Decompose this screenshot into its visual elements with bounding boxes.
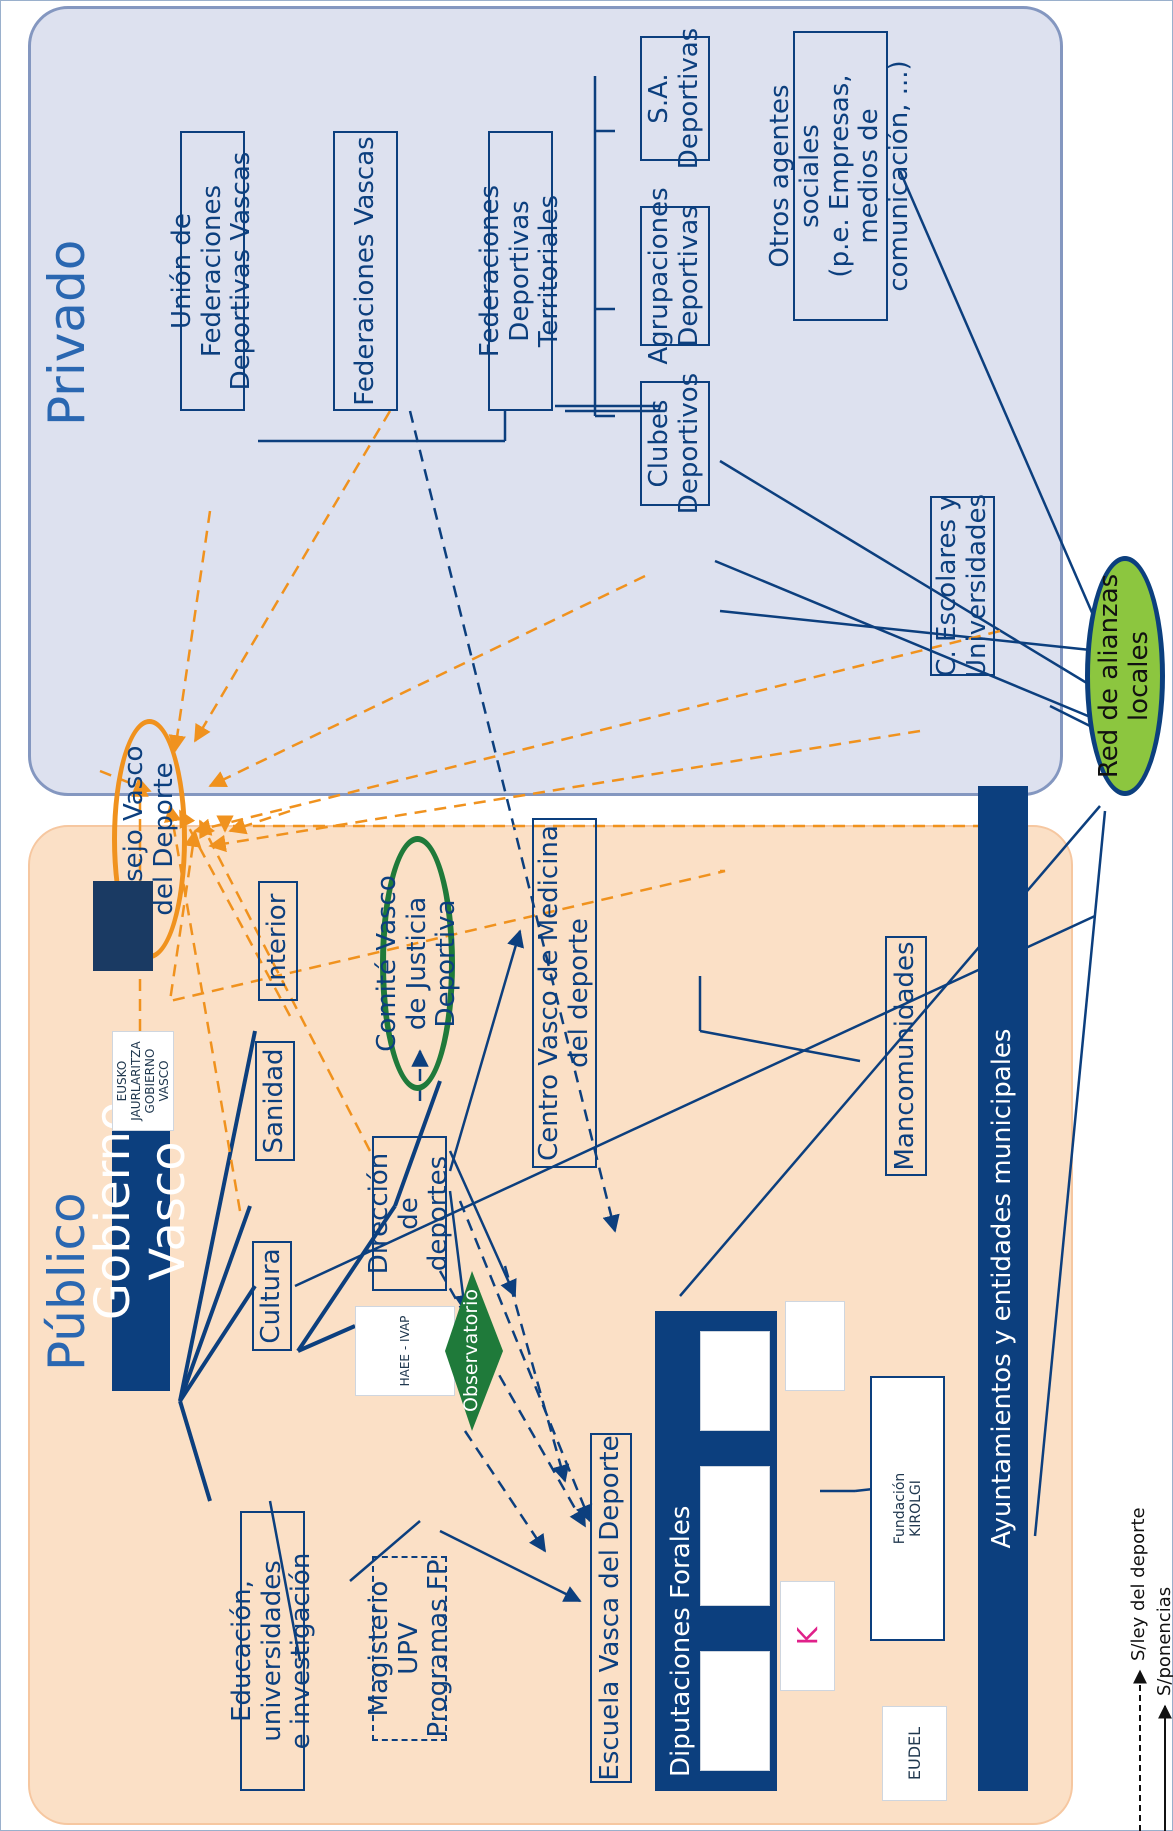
sa-deportivas-box: S.A. Deportivas bbox=[640, 28, 710, 169]
union-federaciones-box: Unión de Federaciones Deportivas Vascas bbox=[167, 131, 256, 411]
diputaciones-label: Diputaciones Forales bbox=[666, 1505, 696, 1777]
red-orange-logo bbox=[785, 1301, 845, 1391]
legend-dashed-label: S/ley del deporte bbox=[1128, 1507, 1149, 1661]
federaciones-territoriales-box: Federaciones Deportivas Territoriales bbox=[475, 131, 564, 411]
eudel-logo: EUDEL bbox=[882, 1706, 947, 1801]
gipuzkoa-logo bbox=[700, 1466, 770, 1606]
kirolgi-logo-text: Fundación KIROLGI bbox=[891, 1472, 924, 1545]
otros-agentes-box: Otros agentes sociales (p.e. Empresas, m… bbox=[765, 31, 914, 321]
eudel-logo-text: EUDEL bbox=[905, 1726, 924, 1781]
legend-solid-label: S/ponencias bbox=[1154, 1586, 1173, 1696]
sports-emblem-logo bbox=[93, 881, 153, 971]
clubes-box: Clubes Deportivos bbox=[640, 373, 710, 514]
navy-solid-links bbox=[258, 76, 1107, 1662]
comite-justicia-ellipse: Comité Vasco de Justicia Deportiva bbox=[372, 836, 461, 1091]
alava-logo bbox=[700, 1651, 770, 1771]
kirolgi-logo: Fundación KIROLGI bbox=[870, 1376, 945, 1641]
gobierno-tree-lines bbox=[178, 1030, 442, 1502]
ayuntamientos-bar: Ayuntamientos y entidades municipales bbox=[978, 786, 1028, 1791]
agrupaciones-box: Agrupaciones Deportivas bbox=[640, 187, 710, 365]
red-alianzas-ellipse: Red de alianzas locales bbox=[1085, 556, 1165, 796]
federaciones-vascas-box: Federaciones Vascas bbox=[333, 131, 398, 411]
escolares-box: C. Escolares y Universidades bbox=[930, 494, 995, 678]
legend-lines bbox=[1133, 1669, 1172, 1831]
pink-k-logo: K bbox=[780, 1581, 835, 1691]
escuela-vasca-box: Escuela Vasca del Deporte bbox=[590, 1433, 632, 1783]
mancomunidades-box: Mancomunidades bbox=[885, 936, 927, 1176]
centro-medicina-box: Centro Vasco de Medicina del deporte bbox=[532, 818, 597, 1168]
bizkaia-logo bbox=[700, 1331, 770, 1431]
observatorio-label: Observatorio bbox=[460, 1288, 482, 1413]
